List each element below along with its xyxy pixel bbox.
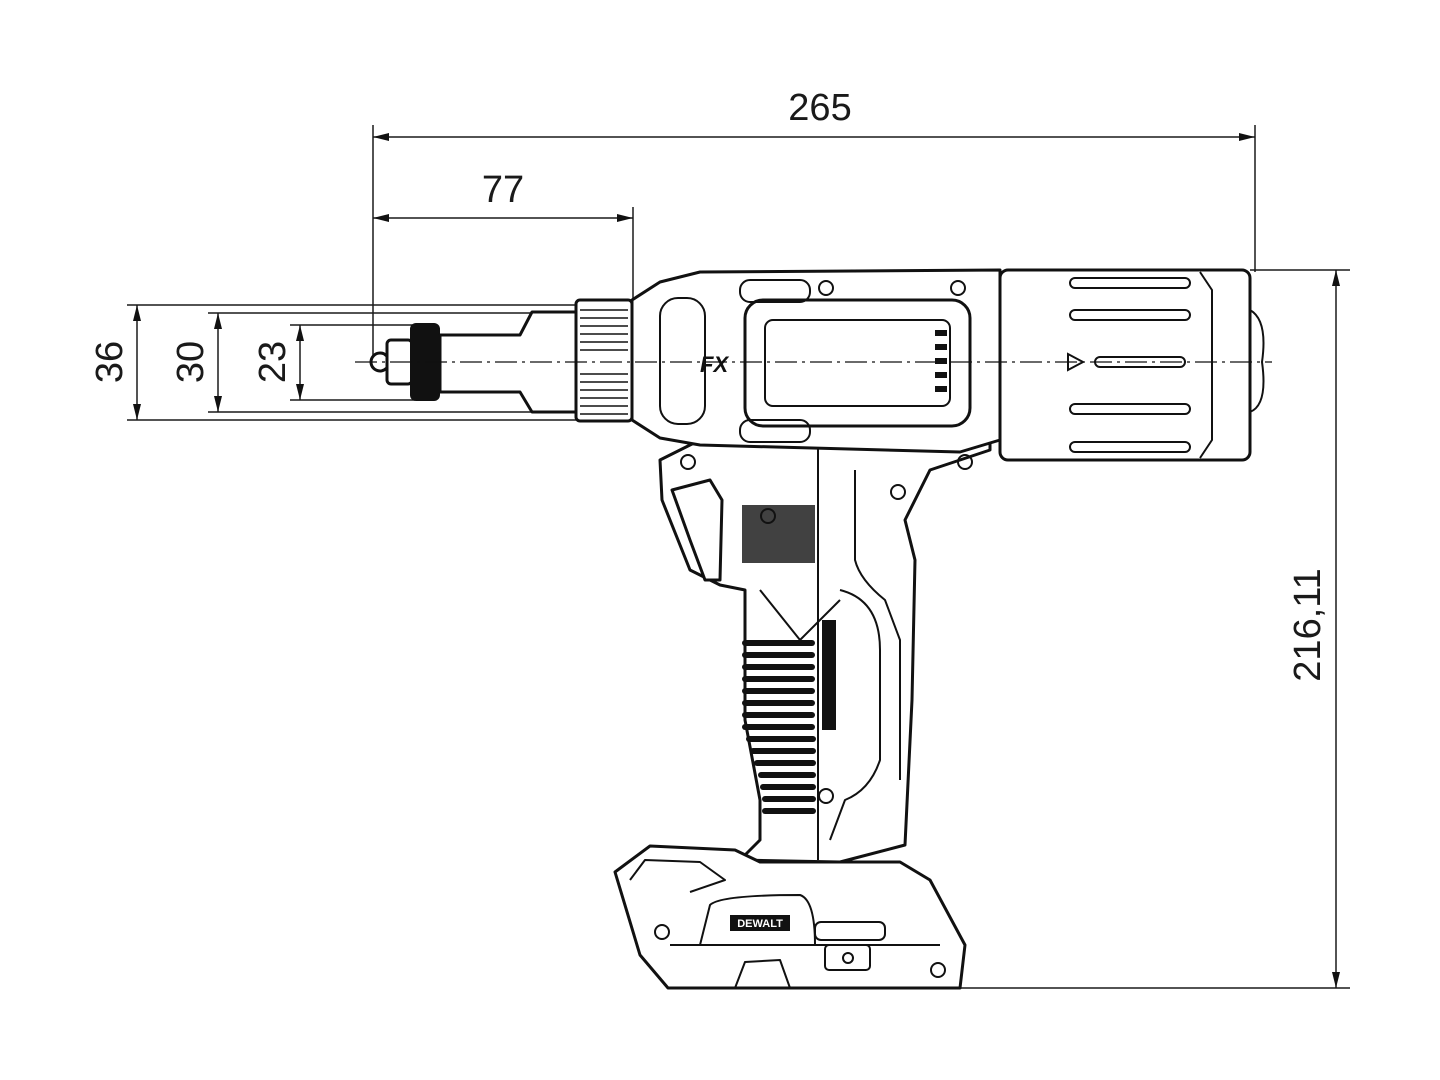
dimension-label-77: 77 xyxy=(482,169,524,211)
dimension-label-216-11: 216,11 xyxy=(1287,568,1329,681)
dimension-36: 36 xyxy=(89,305,141,420)
grip-ribs xyxy=(742,620,836,814)
dimension-77: 77 xyxy=(373,169,633,222)
extension-lines xyxy=(127,125,1350,989)
fx-logo: FX xyxy=(700,352,729,377)
dimension-265: 265 xyxy=(373,87,1255,141)
dimension-23: 23 xyxy=(252,325,304,400)
dimension-30: 30 xyxy=(170,313,222,412)
dimension-216-11: 216,11 xyxy=(1287,270,1340,988)
rivet-tool: DEWALT FX xyxy=(355,268,1272,990)
dimension-label-265: 265 xyxy=(788,87,851,129)
side-window xyxy=(743,298,972,428)
screws xyxy=(654,280,973,978)
dimension-label-30: 30 xyxy=(170,341,212,383)
dimension-label-23: 23 xyxy=(252,341,294,383)
vent-slots xyxy=(935,330,947,392)
battery-brand-label: DEWALT xyxy=(737,918,783,930)
dimension-label-36: 36 xyxy=(89,341,131,383)
trigger xyxy=(670,478,724,582)
